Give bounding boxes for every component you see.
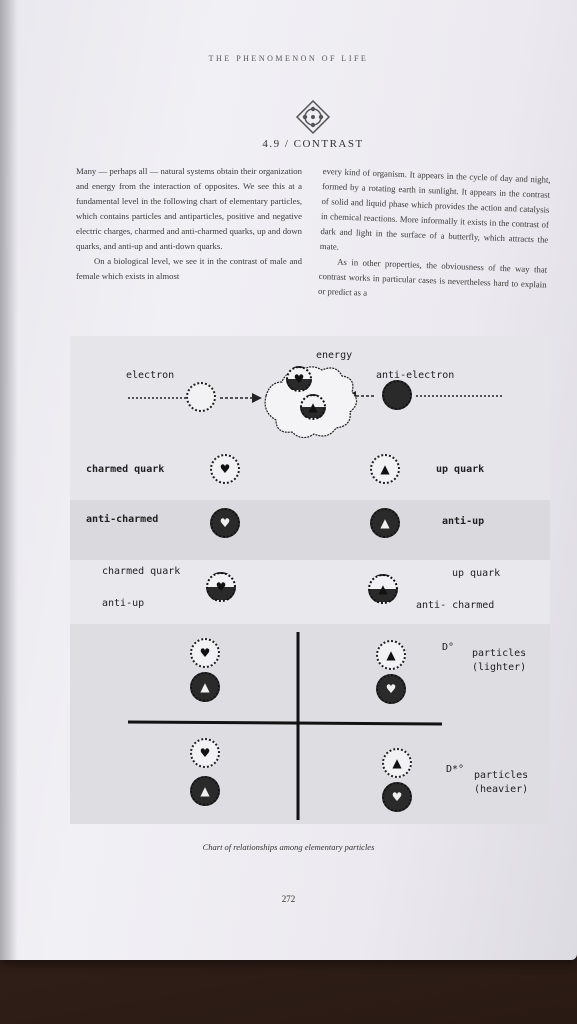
left-paragraph-2: On a biological level, we see it in the … <box>76 256 302 281</box>
anti-electron-particle <box>382 380 412 410</box>
dstar-sub-label: (heavier) <box>474 784 529 795</box>
energy-pair-top: ♥ <box>286 366 312 392</box>
running-head: THE PHENOMENON OF LIFE <box>208 54 369 63</box>
triangle-icon: ▲ <box>378 582 388 596</box>
triangle-icon: ▲ <box>200 680 210 694</box>
energy-pair-bottom: ▲ <box>300 394 326 420</box>
figure-band-anti <box>70 500 550 560</box>
d0-sub-label: (lighter) <box>472 662 527 673</box>
triangle-icon: ▲ <box>200 784 210 798</box>
electron-particle <box>186 382 216 412</box>
meson-br-bottom: ♥ <box>382 782 412 812</box>
heart-icon: ♥ <box>215 580 227 594</box>
anti-up-label: anti-up <box>442 516 485 527</box>
heart-icon: ♥ <box>219 516 231 530</box>
up-anti-charmed-pair: ▲ <box>368 574 398 604</box>
figure-band-pairs <box>70 560 550 624</box>
anti-charmed-label: anti-charmed <box>86 514 159 525</box>
dstar-symbol: D*° <box>446 764 465 775</box>
electron-label: electron <box>126 370 175 381</box>
triangle-icon: ▲ <box>380 462 390 476</box>
charmed-quark-label-2: charmed quark <box>102 566 181 577</box>
heart-icon: ♥ <box>199 746 211 760</box>
right-paragraph-2: As in other properties, the obviousness … <box>317 256 548 298</box>
particle-chart-figure: energy electron anti-electron ♥ ▲ charme… <box>70 336 550 824</box>
anti-up-label-2: anti-up <box>102 598 145 609</box>
meson-tr-bottom: ♥ <box>376 674 406 704</box>
anti-electron-label: anti-electron <box>376 370 455 381</box>
meson-bl-top: ♥ <box>190 738 220 768</box>
meson-br-top: ▲ <box>382 748 412 778</box>
anti-charmed-label-2: anti- charmed <box>416 600 495 611</box>
heart-icon: ♥ <box>385 682 397 696</box>
meson-tl-top: ♥ <box>190 638 220 668</box>
charmed-quark-particle: ♥ <box>210 454 240 484</box>
up-quark-particle: ▲ <box>370 454 400 484</box>
ornament-icon <box>295 99 331 135</box>
up-quark-label: up quark <box>436 464 485 475</box>
charmed-anti-up-pair: ♥ <box>206 572 236 602</box>
triangle-icon: ▲ <box>308 400 318 414</box>
meson-tr-top: ▲ <box>376 640 406 670</box>
d0-symbol: D° <box>442 642 455 653</box>
d0-label: particles <box>472 648 527 659</box>
heart-icon: ♥ <box>199 646 211 660</box>
heart-icon: ♥ <box>391 790 403 804</box>
triangle-icon: ▲ <box>386 648 396 662</box>
right-paragraph-1: every kind of organism. It appears in th… <box>319 165 551 252</box>
anti-charmed-particle: ♥ <box>210 508 240 538</box>
triangle-icon: ▲ <box>380 516 390 530</box>
left-paragraph-1: Many — perhaps all — natural systems obt… <box>76 166 302 251</box>
meson-bl-bottom: ▲ <box>190 776 220 806</box>
section-title: 4.9 / CONTRAST <box>262 138 364 150</box>
up-quark-label-2: up quark <box>452 568 501 579</box>
figure-caption: Chart of relationships among elementary … <box>202 842 375 852</box>
meson-tl-bottom: ▲ <box>190 672 220 702</box>
anti-up-particle: ▲ <box>370 508 400 538</box>
energy-label: energy <box>316 350 353 361</box>
heart-icon: ♥ <box>293 372 305 386</box>
right-column: every kind of organism. It appears in th… <box>318 164 551 308</box>
charmed-quark-label: charmed quark <box>86 464 165 475</box>
triangle-icon: ▲ <box>392 756 402 770</box>
page-gutter <box>0 0 18 960</box>
page-number: 272 <box>281 894 296 904</box>
left-column: Many — perhaps all — natural systems obt… <box>76 164 302 284</box>
heart-icon: ♥ <box>219 462 231 476</box>
meson-axes <box>127 632 443 820</box>
book-page: THE PHENOMENON OF LIFE 4.9 / CONTRAST Ma… <box>0 0 577 960</box>
dstar-label: particles <box>474 770 529 781</box>
